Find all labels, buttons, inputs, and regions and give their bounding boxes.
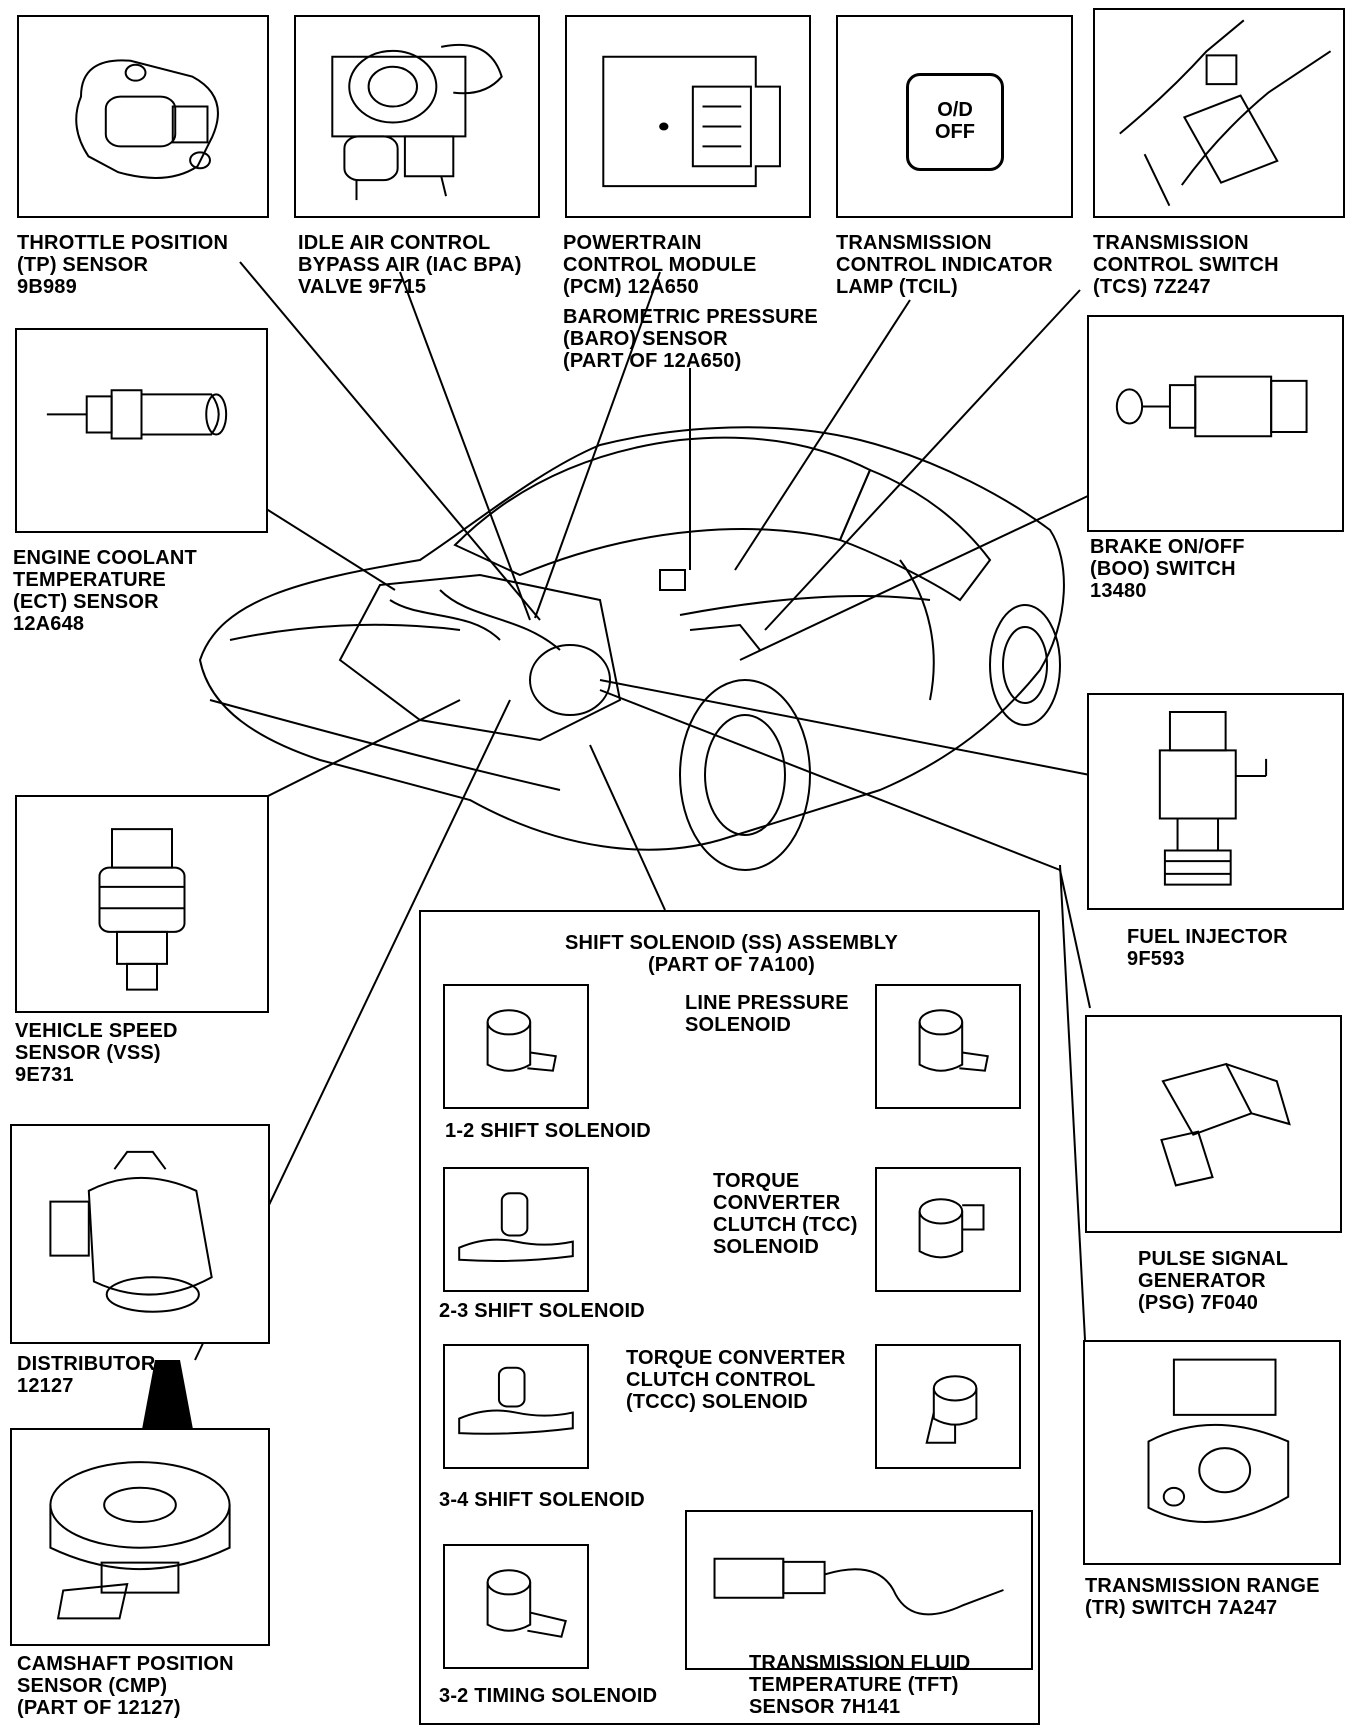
fuel-injector-icon bbox=[17, 797, 267, 1011]
solenoid-assembly-title: SHIFT SOLENOID (SS) ASSEMBLY (PART OF 7A… bbox=[564, 932, 899, 976]
solenoid-icon bbox=[877, 1169, 1019, 1290]
vss-image bbox=[1087, 693, 1344, 910]
solenoid-icon bbox=[445, 1169, 587, 1290]
distributor-pointer bbox=[140, 1360, 195, 1440]
iac-valve-image bbox=[294, 15, 540, 218]
distributor-label: DISTRIBUTOR 12127 bbox=[17, 1353, 156, 1397]
cmp-sensor-label: CAMSHAFT POSITION SENSOR (CMP) (PART OF … bbox=[17, 1653, 234, 1719]
pcm-image bbox=[565, 15, 811, 218]
ect-sensor-image bbox=[15, 328, 268, 533]
line-pressure-solenoid-image bbox=[875, 984, 1021, 1109]
iac-valve-label: IDLE AIR CONTROL BYPASS AIR (IAC BPA) VA… bbox=[298, 232, 522, 298]
solenoid-icon bbox=[877, 1346, 1019, 1467]
temperature-sensor-icon bbox=[687, 1512, 1031, 1668]
psg-label: PULSE SIGNAL GENERATOR (PSG) 7F040 bbox=[1138, 1248, 1289, 1314]
solenoid-23-image bbox=[443, 1167, 589, 1292]
tft-sensor-image bbox=[685, 1510, 1033, 1670]
tcs-label: TRANSMISSION CONTROL SWITCH (TCS) 7Z247 bbox=[1093, 232, 1279, 298]
ect-sensor-label: ENGINE COOLANT TEMPERATURE (ECT) SENSOR … bbox=[13, 547, 197, 635]
distributor-icon bbox=[12, 1126, 268, 1342]
tp-sensor-image bbox=[17, 15, 269, 218]
tccc-solenoid-image bbox=[875, 1344, 1021, 1469]
camshaft-sensor-icon bbox=[12, 1430, 268, 1644]
control-module-icon bbox=[567, 17, 809, 216]
solenoid-34-image bbox=[443, 1344, 589, 1469]
idle-air-control-valve-icon bbox=[296, 17, 538, 216]
tcil-image: O/D OFF bbox=[836, 15, 1073, 218]
solenoid-34-label: 3-4 SHIFT SOLENOID bbox=[439, 1489, 645, 1511]
solenoid-32-image bbox=[443, 1544, 589, 1669]
coolant-temperature-sensor-icon bbox=[17, 330, 266, 531]
tr-switch-image bbox=[1083, 1340, 1341, 1565]
psg-image bbox=[1085, 1015, 1342, 1233]
solenoid-12-label: 1-2 SHIFT SOLENOID bbox=[445, 1120, 651, 1142]
solenoid-12-image bbox=[443, 984, 589, 1109]
solenoid-icon bbox=[445, 1546, 587, 1667]
od-off-text: O/D OFF bbox=[935, 99, 975, 143]
od-off-lamp-icon bbox=[906, 73, 1004, 171]
vss-label: FUEL INJECTOR 9F593 bbox=[1127, 926, 1288, 970]
vehicle-speed-sensor-icon bbox=[1089, 695, 1342, 908]
solenoid-icon bbox=[445, 1346, 587, 1467]
tccc-solenoid-label: TORQUE CONVERTER CLUTCH CONTROL (TCCC) S… bbox=[626, 1347, 846, 1413]
cmp-sensor-image bbox=[10, 1428, 270, 1646]
baro-sensor-label: BAROMETRIC PRESSURE (BARO) SENSOR (PART … bbox=[563, 306, 818, 372]
solenoid-32-label: 3-2 TIMING SOLENOID bbox=[439, 1685, 658, 1707]
pcm-label: POWERTRAIN CONTROL MODULE (PCM) 12A650 bbox=[563, 232, 757, 298]
brake-switch-icon bbox=[1089, 317, 1342, 530]
car-outline bbox=[198, 426, 1065, 871]
tcs-image bbox=[1093, 8, 1345, 218]
solenoid-23-label: 2-3 SHIFT SOLENOID bbox=[439, 1300, 645, 1322]
boo-switch-image bbox=[1087, 315, 1344, 532]
tr-switch-label: TRANSMISSION RANGE (TR) SWITCH 7A247 bbox=[1085, 1575, 1320, 1619]
tcc-solenoid-image bbox=[875, 1167, 1021, 1292]
distributor-image bbox=[10, 1124, 270, 1344]
shift-console-icon bbox=[1095, 10, 1343, 216]
tcc-solenoid-label: TORQUE CONVERTER CLUTCH (TCC) SOLENOID bbox=[713, 1170, 858, 1258]
pulse-signal-generator-icon bbox=[1087, 1017, 1340, 1231]
solenoid-icon bbox=[445, 986, 587, 1107]
tp-sensor-label: THROTTLE POSITION (TP) SENSOR 9B989 bbox=[17, 232, 229, 298]
fuel-injector-image bbox=[15, 795, 269, 1013]
line-pressure-solenoid-label: LINE PRESSURE SOLENOID bbox=[685, 992, 849, 1036]
solenoid-icon bbox=[877, 986, 1019, 1107]
range-switch-icon bbox=[1085, 1342, 1339, 1563]
throttle-position-sensor-icon bbox=[19, 17, 267, 216]
fuel-injector-label: VEHICLE SPEED SENSOR (VSS) 9E731 bbox=[15, 1020, 178, 1086]
solenoid-assembly-panel: SHIFT SOLENOID (SS) ASSEMBLY (PART OF 7A… bbox=[419, 910, 1040, 1725]
boo-switch-label: BRAKE ON/OFF (BOO) SWITCH 13480 bbox=[1090, 536, 1245, 602]
tcil-label: TRANSMISSION CONTROL INDICATOR LAMP (TCI… bbox=[836, 232, 1053, 298]
tft-sensor-label: TRANSMISSION FLUID TEMPERATURE (TFT) SEN… bbox=[749, 1652, 971, 1718]
